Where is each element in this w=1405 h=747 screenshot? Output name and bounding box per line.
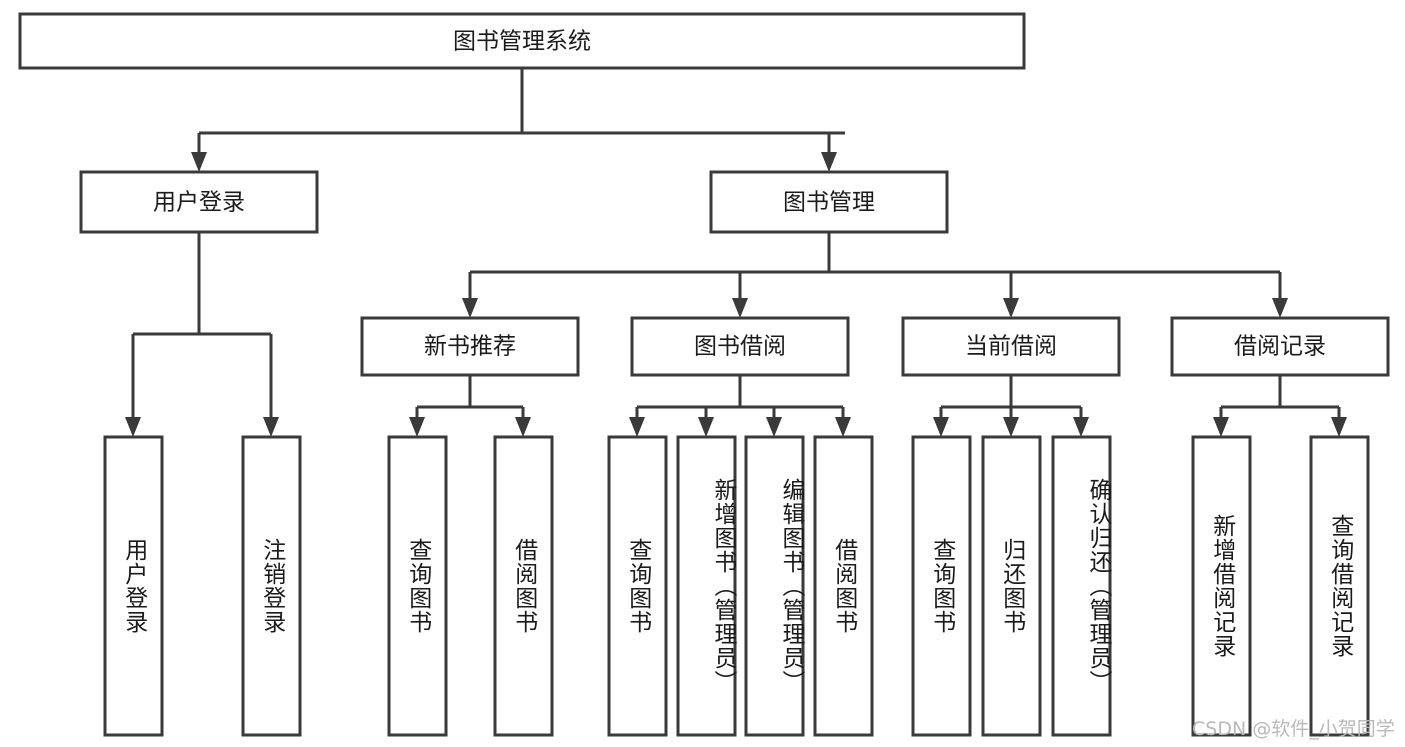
leaf-box-current-borrow-0[interactable]: [911, 435, 972, 737]
leaf-box-new-book-1[interactable]: [493, 435, 554, 737]
watermark-text: CSDN @软件_小贺同学: [1192, 718, 1395, 740]
node-root-label: 图书管理系统: [453, 29, 591, 55]
leaf-box-user-login-1[interactable]: [241, 435, 302, 737]
node-book-borrow[interactable]: 图书借阅: [630, 316, 850, 377]
node-book-borrow-label: 图书借阅: [694, 334, 786, 360]
leaf-box-book-borrow-1[interactable]: [676, 435, 737, 737]
leaf-box-book-borrow-2[interactable]: [744, 435, 805, 737]
connector-currentborrow-to-leaves: [933, 375, 1089, 437]
leaf-box-current-borrow-1[interactable]: [981, 435, 1042, 737]
node-new-book-recommend-label: 新书推荐: [424, 334, 516, 360]
node-borrow-record[interactable]: 借阅记录: [1170, 316, 1390, 377]
connector-newbook-to-leaves: [409, 375, 531, 437]
node-current-borrow-label: 当前借阅: [965, 334, 1057, 360]
node-root[interactable]: 图书管理系统: [18, 12, 1026, 70]
leaf-box-book-borrow-3[interactable]: [813, 435, 874, 737]
node-user-login[interactable]: 用户登录: [79, 170, 319, 234]
node-book-management-label: 图书管理: [783, 190, 875, 216]
leaf-box-new-book-0[interactable]: [387, 435, 448, 737]
node-borrow-record-label: 借阅记录: [1234, 334, 1326, 360]
connector-root-to-level2: [191, 68, 845, 172]
node-book-management[interactable]: 图书管理: [709, 170, 949, 234]
node-new-book-recommend[interactable]: 新书推荐: [360, 316, 580, 377]
connector-bookborrow-to-leaves: [629, 375, 851, 437]
connector-userlogin-to-leaves: [125, 232, 279, 437]
leaf-box-current-borrow-2[interactable]: [1051, 435, 1112, 737]
leaf-box-borrow-record-0[interactable]: [1191, 435, 1252, 737]
leaf-box-book-borrow-0[interactable]: [607, 435, 668, 737]
leaf-box-borrow-record-1[interactable]: [1309, 435, 1370, 737]
connector-borrowrecord-to-leaves: [1213, 375, 1347, 437]
node-current-borrow[interactable]: 当前借阅: [901, 316, 1121, 377]
node-user-login-label: 用户登录: [153, 190, 245, 216]
leaf-box-user-login-0[interactable]: [103, 435, 164, 737]
connector-bookmgmt-to-level3: [462, 232, 1288, 318]
